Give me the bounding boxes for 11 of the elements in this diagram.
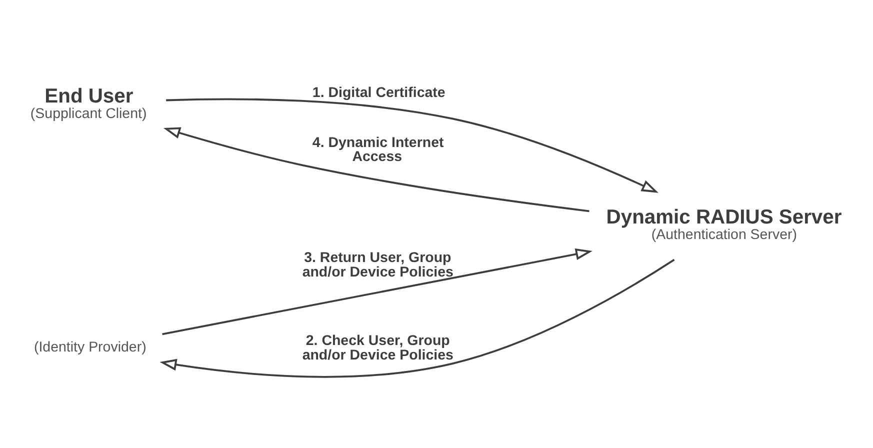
edge-label: 3. Return User, Group and/or Device Policies [302, 250, 454, 280]
arrow [160, 258, 675, 378]
edge-label: 4. Dynamic Internet Access [312, 134, 444, 166]
edge-label: 1. Digital Certificate [312, 84, 446, 101]
node-text: End User (Supplicant Client) [30, 85, 147, 122]
arrow [166, 98, 658, 193]
arrow [162, 248, 592, 336]
edge-label: 2. Check User, Group and/or Device Policies [302, 333, 454, 364]
node-text: Dynamic RADIUS Server (Authentication Server) [606, 206, 842, 243]
node-text: (Identity Provider) [34, 340, 146, 356]
arrow [163, 127, 590, 212]
